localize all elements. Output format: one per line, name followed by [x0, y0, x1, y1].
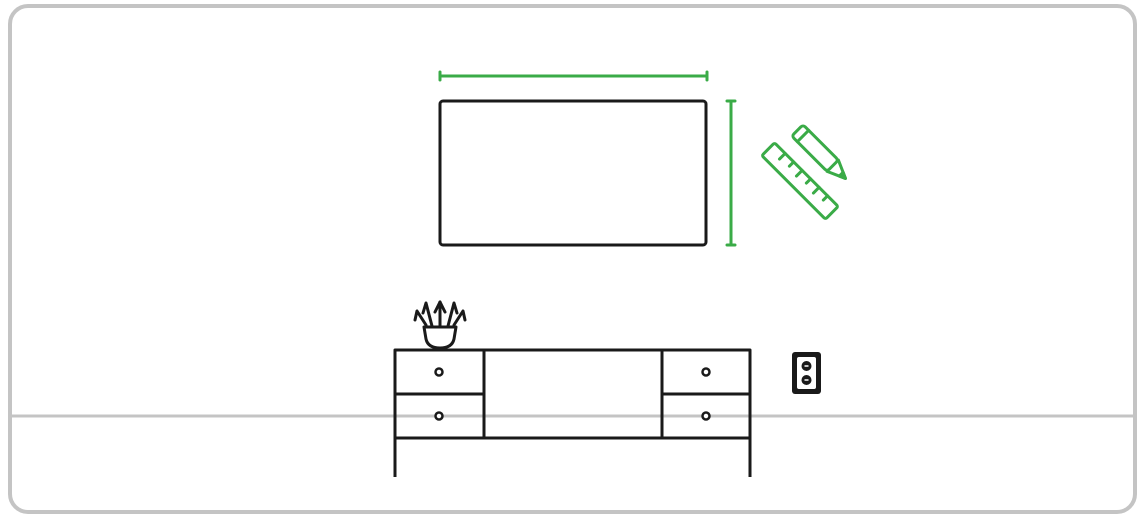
drawer-knob: [436, 413, 443, 420]
drawer-knob: [703, 413, 710, 420]
power-outlet-icon: [792, 352, 821, 394]
diagram-frame: [10, 6, 1135, 512]
drawer-knob: [436, 369, 443, 376]
drawer-knob: [703, 369, 710, 376]
tv-screen: [440, 101, 706, 245]
